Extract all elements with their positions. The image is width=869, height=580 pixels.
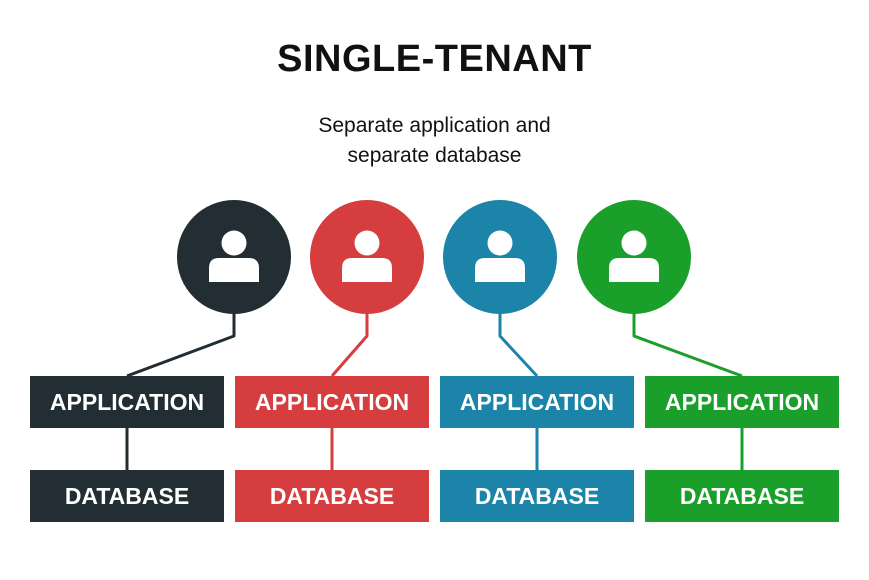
user-icon — [609, 230, 659, 282]
application-label-3: APPLICATION — [460, 389, 614, 415]
user-icon — [342, 230, 392, 282]
application-label-2: APPLICATION — [255, 389, 409, 415]
connector-user-app-2 — [330, 312, 369, 377]
connector-user-app-4 — [632, 312, 743, 378]
database-label-4: DATABASE — [680, 483, 804, 509]
user-circle-3 — [443, 200, 557, 314]
application-box-1 — [30, 376, 224, 428]
application-label-4: APPLICATION — [665, 389, 819, 415]
database-label-1: DATABASE — [65, 483, 189, 509]
application-box-3 — [440, 376, 634, 428]
user-icon — [209, 230, 259, 282]
database-box-1 — [30, 470, 224, 522]
application-box-2 — [235, 376, 429, 428]
application-box-4 — [645, 376, 839, 428]
database-label-3: DATABASE — [475, 483, 599, 509]
user-circle-1 — [177, 200, 291, 314]
subtitle: Separate application and separate databa… — [0, 111, 869, 171]
page-title: SINGLE-TENANT — [277, 38, 592, 80]
database-label-2: DATABASE — [270, 483, 394, 509]
database-box-4 — [645, 470, 839, 522]
user-circle-2 — [310, 200, 424, 314]
user-circle-4 — [577, 200, 691, 314]
subtitle-line-2: separate database — [347, 144, 522, 167]
database-box-2 — [235, 470, 429, 522]
connector-user-app-3 — [498, 312, 539, 378]
application-label-1: APPLICATION — [50, 389, 204, 415]
subtitle-line-1: Separate application and — [318, 114, 551, 137]
database-box-3 — [440, 470, 634, 522]
user-icon — [475, 230, 525, 282]
connector-user-app-1 — [126, 312, 236, 378]
